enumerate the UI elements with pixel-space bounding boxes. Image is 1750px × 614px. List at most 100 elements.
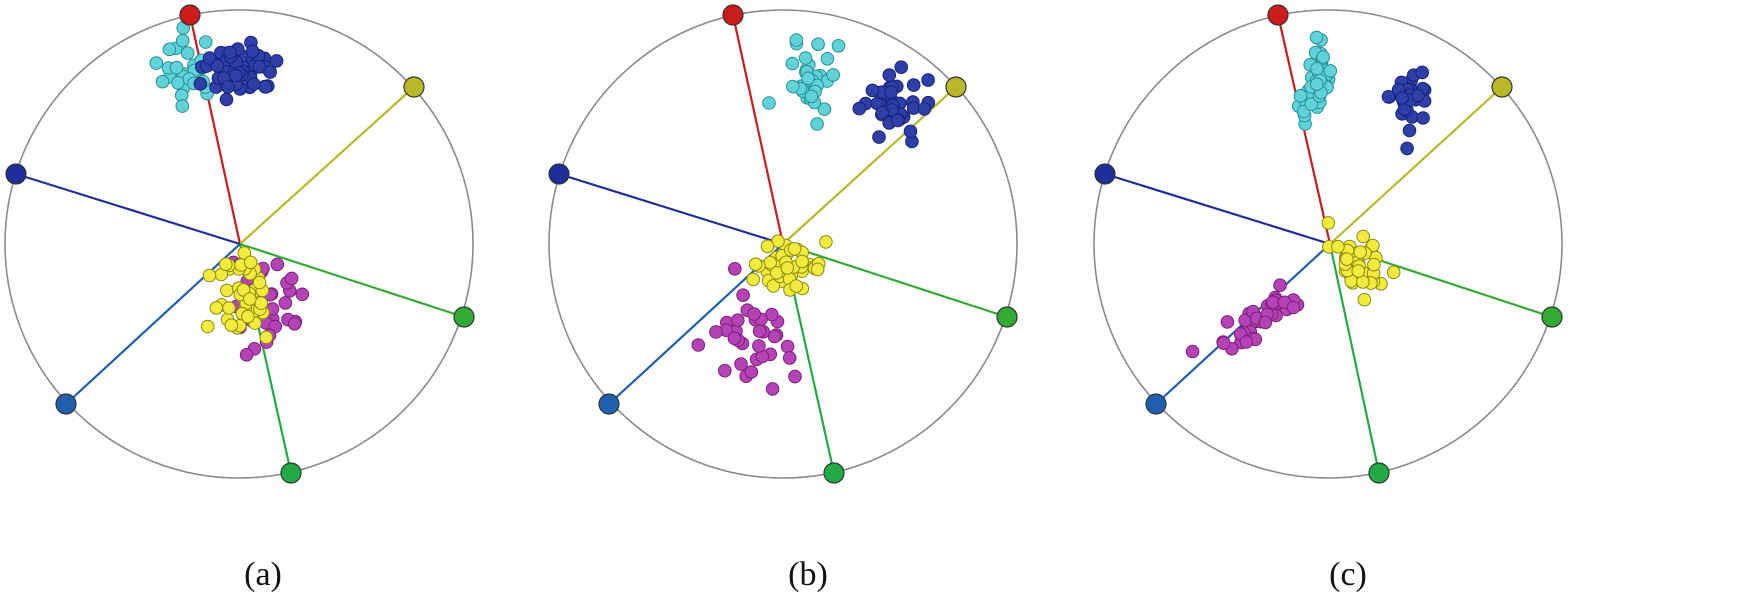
data-point	[1400, 141, 1414, 156]
data-point	[295, 287, 310, 302]
data-point	[798, 51, 813, 65]
data-point	[198, 35, 213, 49]
data-point	[826, 68, 841, 82]
data-point	[882, 68, 897, 82]
data-point	[1416, 111, 1430, 125]
data-point	[865, 83, 880, 98]
data-point	[728, 262, 742, 276]
data-point	[894, 60, 909, 74]
dimension-anchor	[1491, 76, 1513, 98]
data-point	[219, 92, 234, 107]
data-point	[831, 39, 846, 53]
data-point	[1367, 257, 1381, 272]
data-point	[1220, 315, 1235, 329]
data-point	[252, 275, 267, 290]
data-point	[210, 59, 225, 73]
data-point	[258, 80, 273, 94]
data-point	[782, 351, 797, 365]
dimension-anchor	[1267, 4, 1289, 26]
data-point	[787, 242, 802, 256]
data-point	[155, 74, 170, 89]
axis-line	[239, 86, 415, 245]
data-point	[780, 261, 795, 275]
data-point	[1353, 245, 1368, 259]
data-point	[245, 44, 260, 59]
data-point	[1316, 50, 1330, 64]
data-point	[819, 235, 833, 249]
data-point	[254, 296, 269, 310]
data-point	[795, 254, 809, 269]
data-point	[1381, 90, 1396, 104]
data-point	[1216, 336, 1231, 351]
data-point	[246, 77, 261, 91]
data-point	[162, 42, 177, 57]
data-point	[789, 33, 804, 47]
data-point	[747, 307, 761, 321]
data-point	[193, 77, 208, 91]
data-point	[709, 325, 723, 339]
data-point	[1304, 97, 1319, 111]
data-point	[744, 365, 759, 379]
data-point	[287, 317, 302, 331]
data-point	[1293, 88, 1308, 103]
data-point	[752, 324, 767, 338]
data-point	[175, 99, 190, 113]
data-point	[1266, 295, 1280, 310]
data-point	[243, 255, 258, 270]
data-point	[284, 271, 299, 286]
data-point	[1321, 216, 1336, 230]
data-point	[259, 330, 274, 345]
data-point	[1415, 65, 1429, 80]
panel-b	[548, 4, 1018, 484]
data-point	[241, 309, 255, 324]
data-point	[752, 339, 766, 353]
data-point	[727, 331, 742, 346]
data-point	[746, 272, 761, 287]
axis-line	[731, 14, 785, 245]
radviz-circle	[548, 9, 1018, 479]
panel-a	[4, 4, 475, 484]
data-point	[810, 117, 824, 131]
data-point	[278, 296, 293, 310]
data-point	[817, 102, 832, 116]
data-point	[1402, 123, 1417, 138]
data-point	[891, 113, 905, 128]
radviz-circle	[4, 9, 474, 479]
dimension-anchor	[5, 163, 27, 185]
data-point	[220, 283, 234, 298]
data-point	[748, 257, 763, 272]
dimension-anchor	[996, 306, 1018, 328]
data-point	[1340, 252, 1354, 267]
panel-label-a: (a)	[244, 556, 282, 593]
dimension-anchor	[453, 306, 475, 328]
data-point	[269, 54, 284, 68]
axis-line	[1104, 172, 1331, 246]
data-point	[209, 301, 224, 315]
data-point	[691, 338, 706, 352]
data-point	[906, 78, 921, 92]
data-point	[736, 288, 750, 303]
dimension-anchor	[1094, 163, 1116, 185]
dimension-anchor	[1368, 462, 1390, 484]
radviz-circle	[1093, 9, 1563, 479]
data-point	[180, 46, 195, 60]
dimension-anchor	[548, 163, 570, 185]
data-point	[801, 71, 815, 86]
data-point	[222, 301, 236, 315]
data-point	[762, 96, 776, 110]
data-point	[765, 382, 780, 396]
data-point	[760, 239, 775, 254]
data-point	[1411, 88, 1425, 103]
data-point	[239, 348, 254, 362]
data-point	[263, 65, 278, 79]
data-point	[1357, 292, 1372, 307]
data-point	[811, 37, 825, 52]
data-point	[734, 357, 748, 371]
data-point	[1239, 335, 1254, 349]
data-point	[820, 52, 835, 66]
data-point	[810, 262, 825, 277]
dimension-anchor	[403, 76, 425, 98]
data-point	[780, 339, 795, 354]
data-point	[270, 257, 285, 272]
